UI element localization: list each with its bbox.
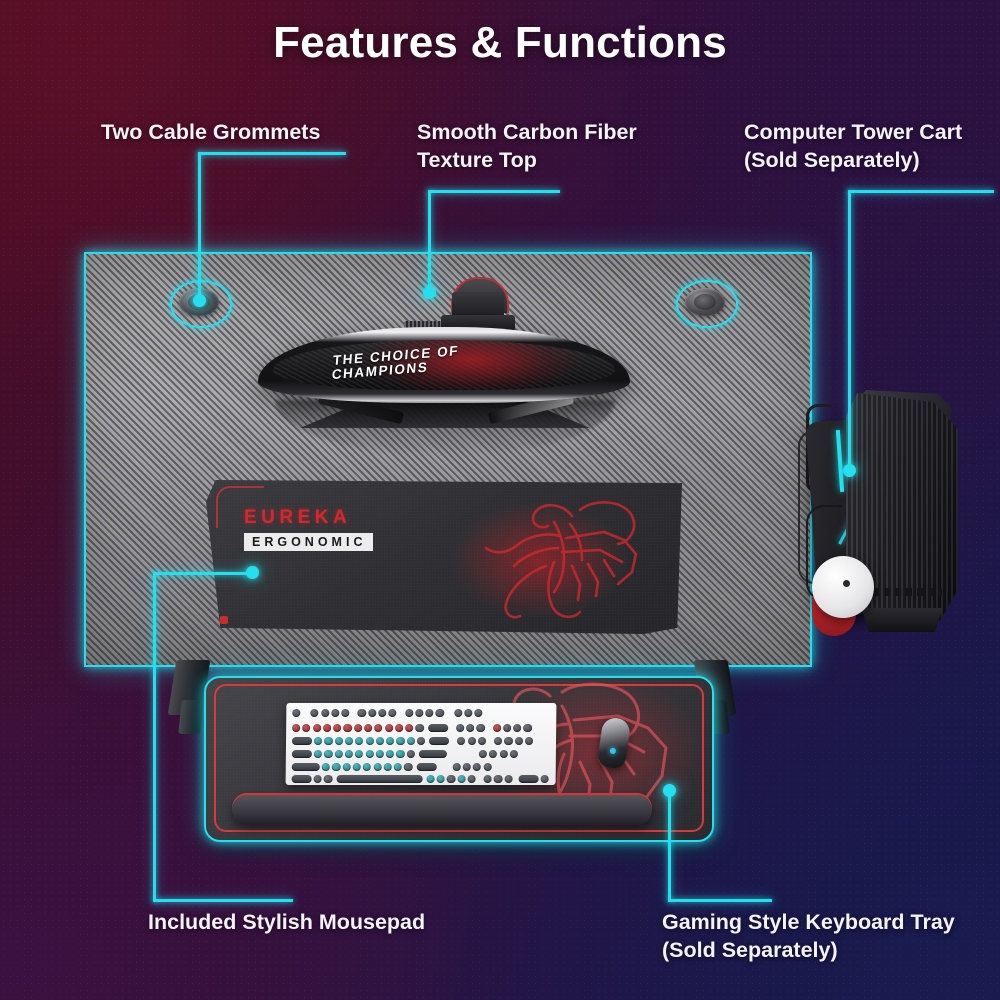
callout-label-tower: Computer Tower Cart (Sold Separately) xyxy=(744,118,962,175)
mousepad-red-dot xyxy=(220,616,228,624)
callout-label-mousepad: Included Stylish Mousepad xyxy=(148,908,425,936)
leader-line-mousepad-horizontal xyxy=(153,572,253,575)
leader-line-mousepad-vertical xyxy=(153,572,156,902)
callout-tower-line2: (Sold Separately) xyxy=(744,148,920,173)
pc-tower-foot xyxy=(861,608,943,632)
leader-line-keyboard-vertical xyxy=(668,790,671,902)
cart-white-round-accessory xyxy=(812,556,874,618)
monitor-screen xyxy=(272,339,616,391)
leader-line-carbon-vertical xyxy=(428,190,431,290)
callout-label-grommets: Two Cable Grommets xyxy=(101,118,320,146)
mousepad-fabric-texture xyxy=(206,480,682,634)
grommet-highlight-ring-left xyxy=(170,280,232,328)
leader-line-grommets-vertical xyxy=(198,152,201,300)
keyboard-wrist-rest xyxy=(232,795,652,825)
leader-line-tower-horizontal xyxy=(848,190,994,193)
leader-dot-keyboard xyxy=(663,784,676,797)
leader-dot-carbon xyxy=(423,286,436,299)
callout-keyboard-line1: Gaming Style Keyboard Tray xyxy=(662,910,955,934)
tray-red-border xyxy=(214,684,704,832)
callout-carbon-line2: Texture Top xyxy=(417,148,537,173)
leader-line-keyboard-bottom xyxy=(668,899,772,902)
grommet-highlight-ring-right xyxy=(676,280,738,328)
pc-tower-vents xyxy=(862,588,942,596)
desk-mousepad: EUREKA ERGONOMIC xyxy=(206,480,682,634)
callout-label-keyboard: Gaming Style Keyboard Tray (Sold Separat… xyxy=(662,908,955,965)
leader-dot-tower xyxy=(843,464,856,477)
callout-mousepad-line1: Included Stylish Mousepad xyxy=(148,910,426,934)
callout-carbon-line1: Smooth Carbon Fiber xyxy=(417,120,637,144)
scorpion-graphic-mousepad xyxy=(484,500,638,619)
mousepad-corner-accent xyxy=(216,486,264,528)
leader-line-tower-vertical xyxy=(848,190,851,470)
desk-leg-left-lower xyxy=(178,700,204,734)
leader-line-carbon-horizontal xyxy=(428,190,560,193)
curved-gaming-monitor: THE CHOICE OF CHAMPIONS xyxy=(258,327,630,403)
callout-keyboard-line2: (Sold Separately) xyxy=(662,938,838,963)
monitor-stand-vent xyxy=(404,321,450,328)
leader-dot-grommets xyxy=(193,294,206,307)
mousepad-brand-sub: ERGONOMIC xyxy=(244,533,374,551)
leader-line-grommets-horizontal xyxy=(198,152,346,155)
mechanical-keyboard xyxy=(285,703,557,785)
leader-dot-mousepad xyxy=(246,566,259,579)
mousepad-logo: EUREKA ERGONOMIC xyxy=(244,507,374,551)
page-title: Features & Functions xyxy=(273,18,727,67)
callout-grommets-line1: Two Cable Grommets xyxy=(101,120,321,144)
mousepad-brand-name: EUREKA xyxy=(244,507,352,528)
callout-label-carbon: Smooth Carbon Fiber Texture Top xyxy=(417,118,637,175)
cable-grommet-right xyxy=(685,288,725,316)
leader-line-mousepad-bottom xyxy=(153,899,293,902)
callout-tower-line1: Computer Tower Cart xyxy=(744,120,963,144)
